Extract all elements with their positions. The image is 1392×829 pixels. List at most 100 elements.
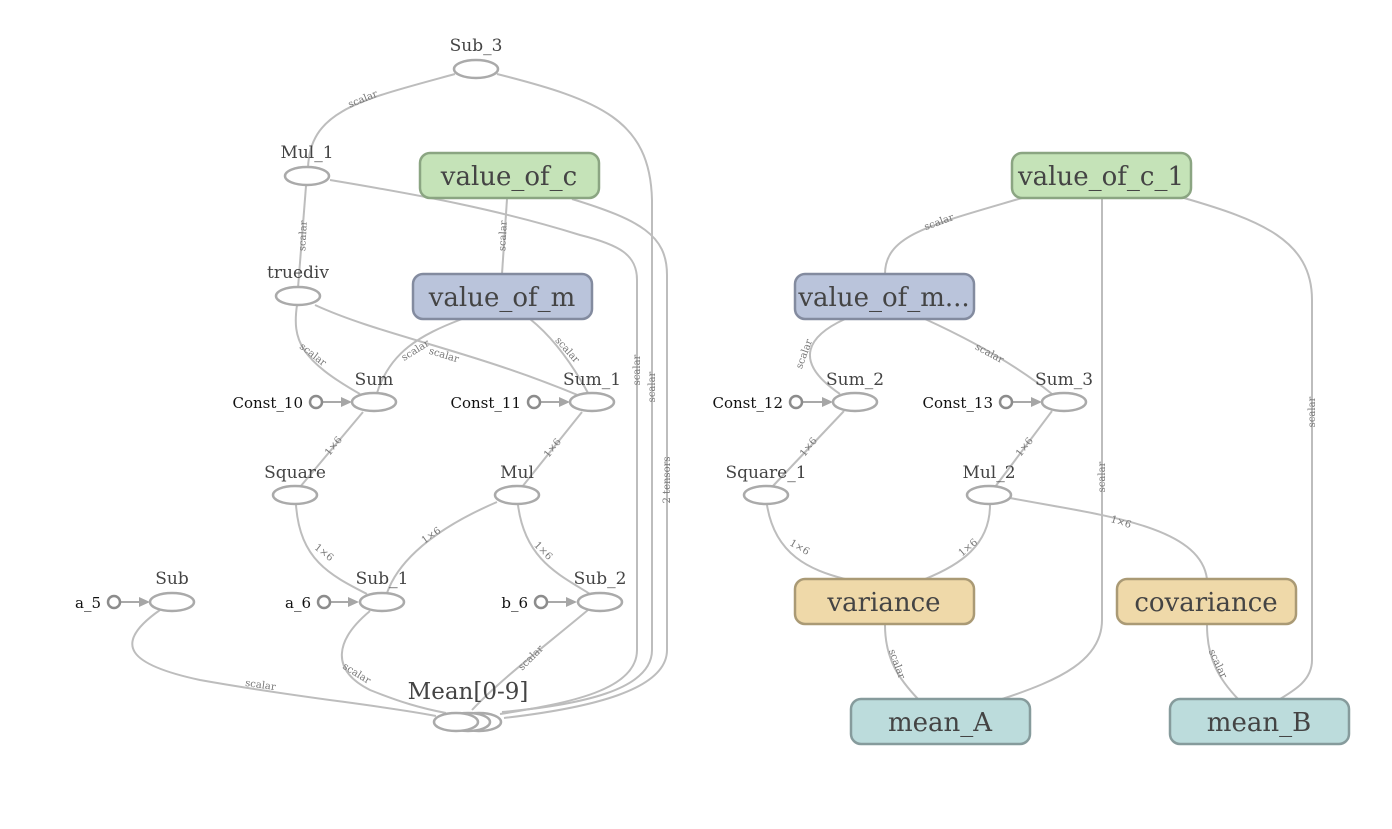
edge-value-of-m-sum1 bbox=[529, 318, 589, 394]
node-truediv[interactable]: truediv bbox=[267, 263, 329, 307]
node-mean-series[interactable]: Mean[0-9] bbox=[408, 679, 529, 733]
edge-label: scalar bbox=[1097, 461, 1108, 492]
edge-truediv-sum bbox=[294, 304, 361, 395]
node-value-of-c[interactable]: value_of_c bbox=[418, 151, 601, 200]
edge-label: scalar bbox=[517, 643, 547, 673]
edge-sub1-mean bbox=[340, 610, 447, 714]
edge-label: 2 tensors bbox=[662, 457, 673, 504]
edge-sub3-mul1 bbox=[307, 73, 456, 169]
edge-square1-variance bbox=[766, 504, 846, 580]
node-label: Sum_2 bbox=[826, 370, 884, 390]
edge-value-of-c1-mean-a bbox=[1001, 199, 1103, 700]
node-label: mean_B bbox=[1207, 708, 1311, 738]
edge-value-of-m-sum bbox=[376, 318, 463, 394]
node-sub[interactable]: Sub bbox=[148, 569, 196, 613]
edge-sum1-mul bbox=[521, 411, 583, 488]
const-label: Const_11 bbox=[451, 394, 521, 412]
edge-sub2-mean bbox=[471, 609, 589, 711]
edge-label: 1×6 bbox=[312, 542, 335, 564]
edge-label: 1×6 bbox=[1109, 514, 1132, 531]
edge-label: scalar bbox=[1307, 396, 1318, 427]
edge-value-of-c-mean bbox=[503, 198, 668, 719]
edge-label: scalar bbox=[244, 678, 276, 693]
edge-label: scalar bbox=[923, 212, 956, 233]
node-label: Mul_1 bbox=[280, 143, 333, 163]
edge-label: scalar bbox=[297, 220, 310, 251]
node-label: Sum_3 bbox=[1035, 370, 1093, 390]
node-label: Square bbox=[264, 463, 326, 483]
node-mul-1[interactable]: Mul_1 bbox=[280, 143, 334, 187]
node-label: Sum bbox=[355, 370, 394, 390]
node-sum[interactable]: Sum bbox=[350, 370, 398, 413]
const-const-10[interactable]: Const_10 bbox=[233, 394, 324, 412]
edge-label: scalar bbox=[632, 354, 643, 385]
node-label: variance bbox=[826, 588, 940, 618]
edge-sub3-mean bbox=[496, 73, 653, 713]
node-mean-a[interactable]: mean_A bbox=[849, 697, 1032, 746]
node-sub-3[interactable]: Sub_3 bbox=[450, 36, 503, 80]
node-mul-2[interactable]: Mul_2 bbox=[962, 463, 1016, 506]
edge-label: 1×6 bbox=[957, 537, 980, 559]
edge-truediv-sum1 bbox=[314, 304, 581, 397]
edge-label: scalar bbox=[347, 89, 380, 111]
node-sub-2[interactable]: Sub_2 bbox=[574, 569, 627, 613]
edge-label: scalar bbox=[1206, 648, 1229, 681]
node-label: Sub_1 bbox=[356, 569, 409, 589]
node-mean-b[interactable]: mean_B bbox=[1168, 697, 1351, 746]
edges-left bbox=[131, 73, 668, 719]
const-label: Const_12 bbox=[713, 394, 783, 412]
node-label: Mul_2 bbox=[962, 463, 1015, 483]
node-variance[interactable]: variance bbox=[793, 577, 976, 626]
edge-variance-mean-a bbox=[884, 624, 919, 700]
node-covariance[interactable]: covariance bbox=[1115, 577, 1298, 626]
const-a-6[interactable]: a_6 bbox=[285, 594, 332, 612]
edge-label: scalar bbox=[340, 661, 372, 687]
node-sub-1[interactable]: Sub_1 bbox=[356, 569, 409, 613]
node-value-of-m[interactable]: value_of_m bbox=[411, 272, 594, 321]
edge-label: scalar bbox=[973, 342, 1005, 366]
const-const-12[interactable]: Const_12 bbox=[713, 394, 804, 412]
node-label: value_of_m bbox=[428, 283, 576, 313]
edges-right bbox=[766, 197, 1313, 700]
edge-label: 1×6 bbox=[1014, 436, 1036, 459]
node-sum-2[interactable]: Sum_2 bbox=[826, 370, 884, 413]
node-square-1[interactable]: Square_1 bbox=[725, 463, 807, 506]
edge-label: scalar bbox=[553, 335, 582, 365]
const-label: a_6 bbox=[285, 594, 311, 612]
node-label: Mean[0-9] bbox=[408, 679, 529, 705]
edge-value-of-m1-sum2 bbox=[808, 318, 846, 395]
node-square[interactable]: Square bbox=[264, 463, 326, 506]
node-label: mean_A bbox=[888, 708, 993, 738]
const-label: Const_13 bbox=[923, 394, 993, 412]
const-label: Const_10 bbox=[233, 394, 303, 412]
node-label: Sub bbox=[155, 569, 189, 589]
edge-label: scalar bbox=[886, 648, 907, 681]
node-value-of-c-1[interactable]: value_of_c_1 bbox=[1010, 151, 1193, 200]
node-label: value_of_c_1 bbox=[1017, 162, 1184, 192]
edge-label: scalar bbox=[297, 341, 328, 369]
const-b-6[interactable]: b_6 bbox=[501, 594, 549, 612]
node-sum-1[interactable]: Sum_1 bbox=[563, 370, 621, 413]
node-mul[interactable]: Mul bbox=[493, 463, 541, 506]
node-label: covariance bbox=[1134, 588, 1277, 618]
edge-mul1-mean bbox=[329, 179, 638, 715]
node-label: Mul bbox=[500, 463, 534, 483]
edge-mul1-truediv bbox=[297, 185, 307, 289]
const-const-13[interactable]: Const_13 bbox=[923, 394, 1014, 412]
const-a-5[interactable]: a_5 bbox=[75, 594, 122, 612]
edge-value-of-c1-mean-b bbox=[1183, 197, 1313, 700]
edge-label: scalar bbox=[497, 220, 510, 251]
const-refs-right bbox=[803, 397, 1042, 407]
edge-sub-mean bbox=[131, 609, 437, 717]
node-label: truediv bbox=[267, 263, 329, 283]
edge-mul2-covariance bbox=[1009, 497, 1208, 580]
node-sum-3[interactable]: Sum_3 bbox=[1035, 370, 1093, 413]
const-const-11[interactable]: Const_11 bbox=[451, 394, 542, 412]
node-label: Square_1 bbox=[725, 463, 806, 483]
edge-label: scalar bbox=[647, 371, 658, 402]
node-label: Sub_3 bbox=[450, 36, 503, 56]
const-label: a_5 bbox=[75, 594, 101, 612]
edge-value-of-c1-value-of-m1 bbox=[884, 197, 1023, 275]
node-value-of-m-1[interactable]: value_of_m... bbox=[793, 272, 976, 321]
